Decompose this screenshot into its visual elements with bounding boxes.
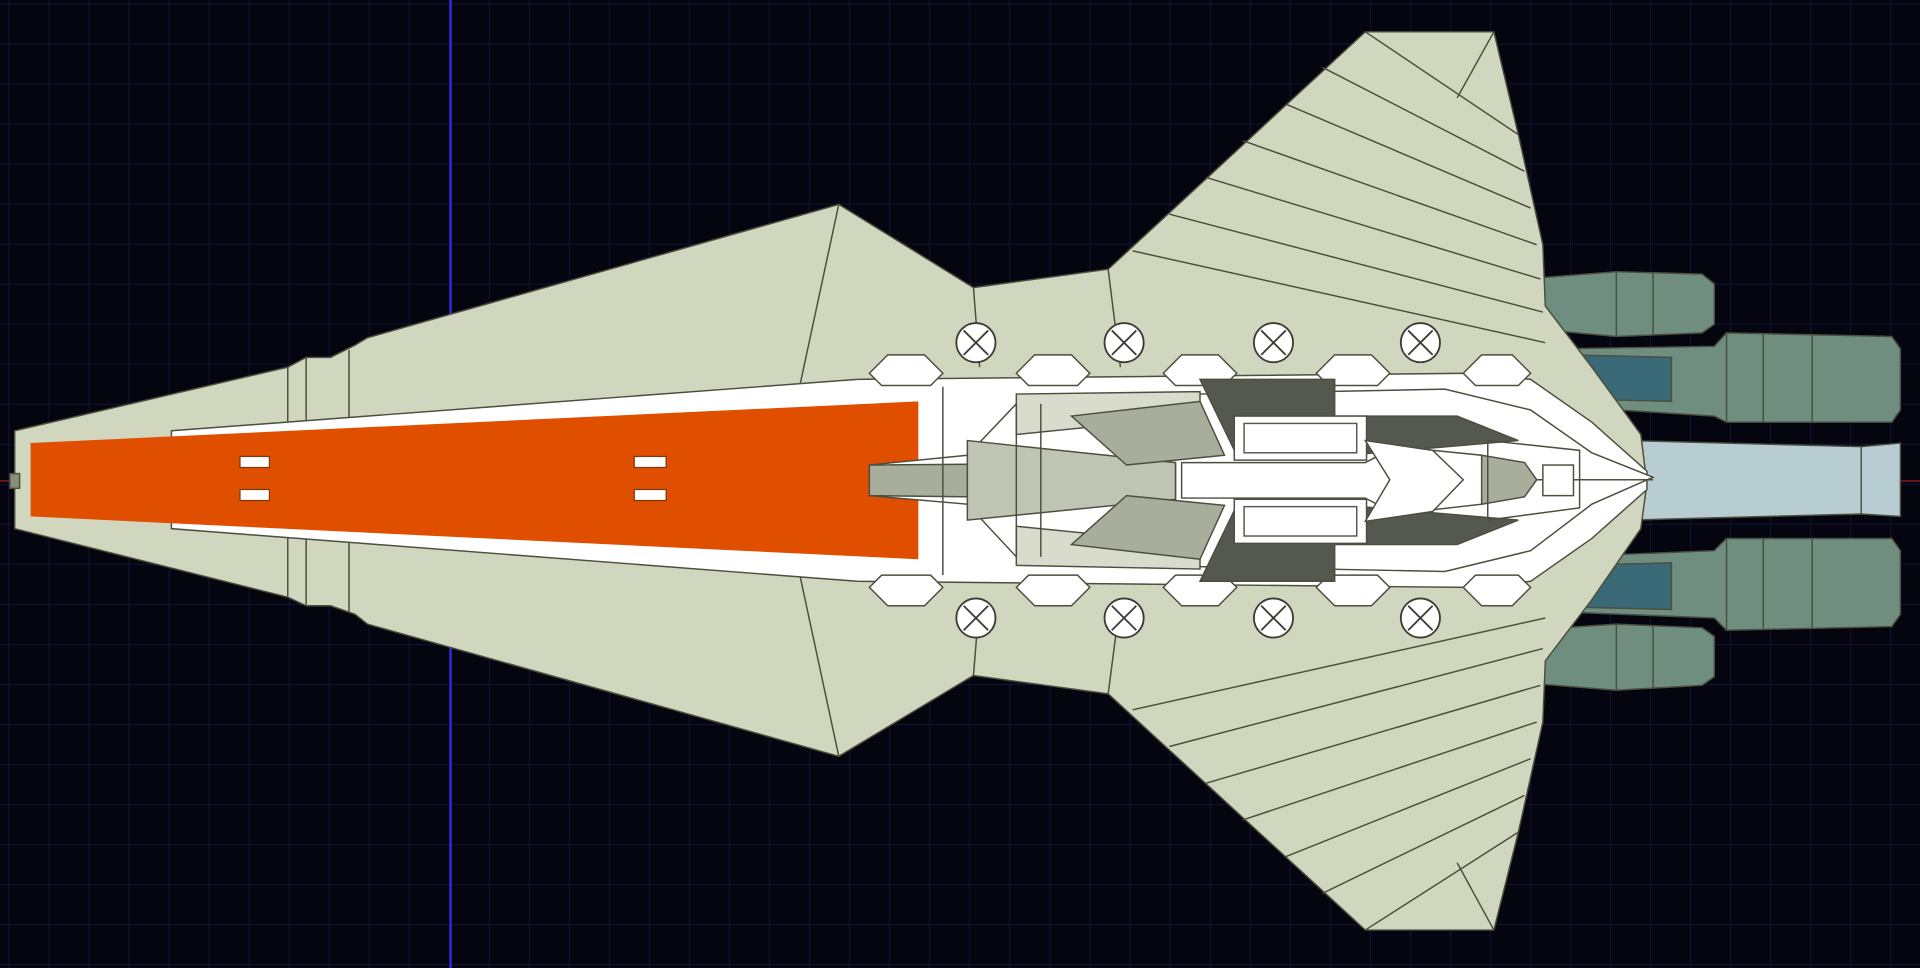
turrets <box>955 322 1441 639</box>
engine-lower-outer <box>1523 623 1716 691</box>
nose-tip <box>9 472 21 490</box>
turret-icon <box>1103 322 1145 364</box>
exhaust-nozzle-center <box>1627 439 1902 521</box>
turret-icon <box>1399 322 1441 364</box>
turret-mounts <box>868 354 1532 607</box>
deck-markings <box>239 455 667 502</box>
turret-icon <box>955 322 997 364</box>
engine-upper-outer <box>1523 270 1716 338</box>
spaceship-model[interactable] <box>9 31 1902 931</box>
turret-icon <box>1252 597 1294 639</box>
turret-icon <box>1252 322 1294 364</box>
turret-icon <box>1103 597 1145 639</box>
turret-icon <box>1399 597 1441 639</box>
turret-icon <box>955 597 997 639</box>
deck-stripe <box>30 401 919 560</box>
superstructure <box>868 378 1655 583</box>
hull-panel-lines <box>287 31 1546 931</box>
